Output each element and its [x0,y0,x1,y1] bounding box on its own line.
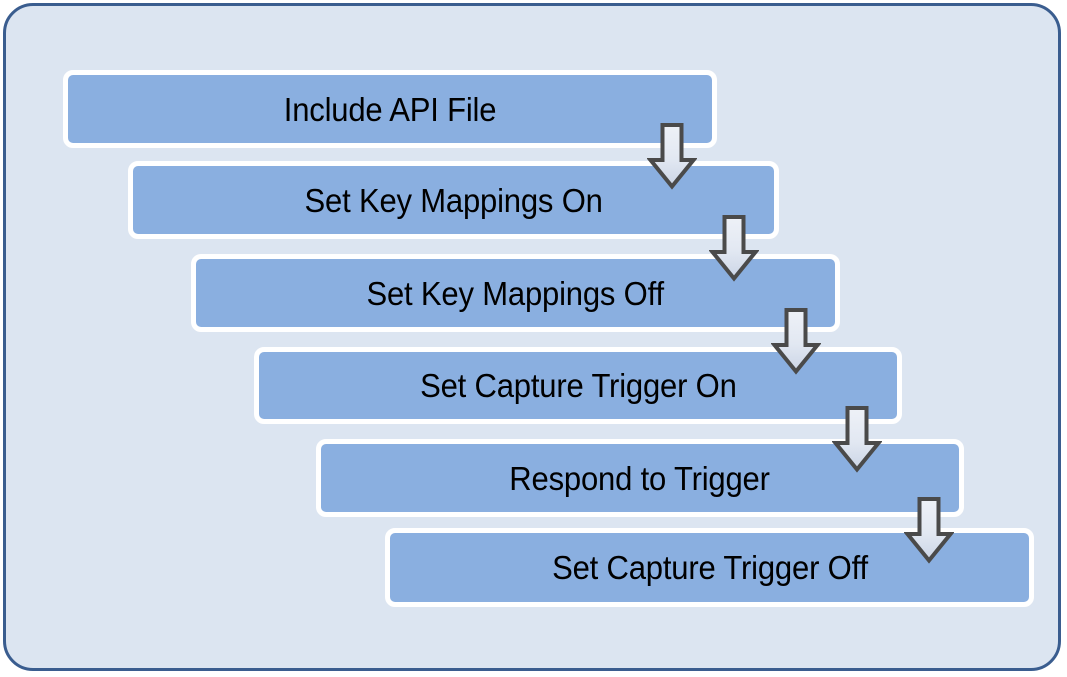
process-step-label: Include API File [283,90,497,128]
arrow-down-icon [904,496,954,564]
process-step-label: Set Capture Trigger On [419,367,737,404]
diagram-container: Include API File Set Key Mappings On Set… [3,3,1061,671]
arrow-down-icon [647,122,697,190]
process-step-label: Set Capture Trigger Off [551,549,868,586]
process-step-label: Set Key Mappings On [304,181,603,219]
arrow-down-icon [709,214,759,282]
arrow-down-icon [832,405,882,473]
arrow-down-icon [771,307,821,375]
process-step-label: Set Key Mappings Off [366,274,665,312]
process-step-1[interactable]: Include API File [63,70,717,148]
process-step-3[interactable]: Set Key Mappings Off [191,254,840,332]
process-step-label: Respond to Trigger [509,459,771,497]
